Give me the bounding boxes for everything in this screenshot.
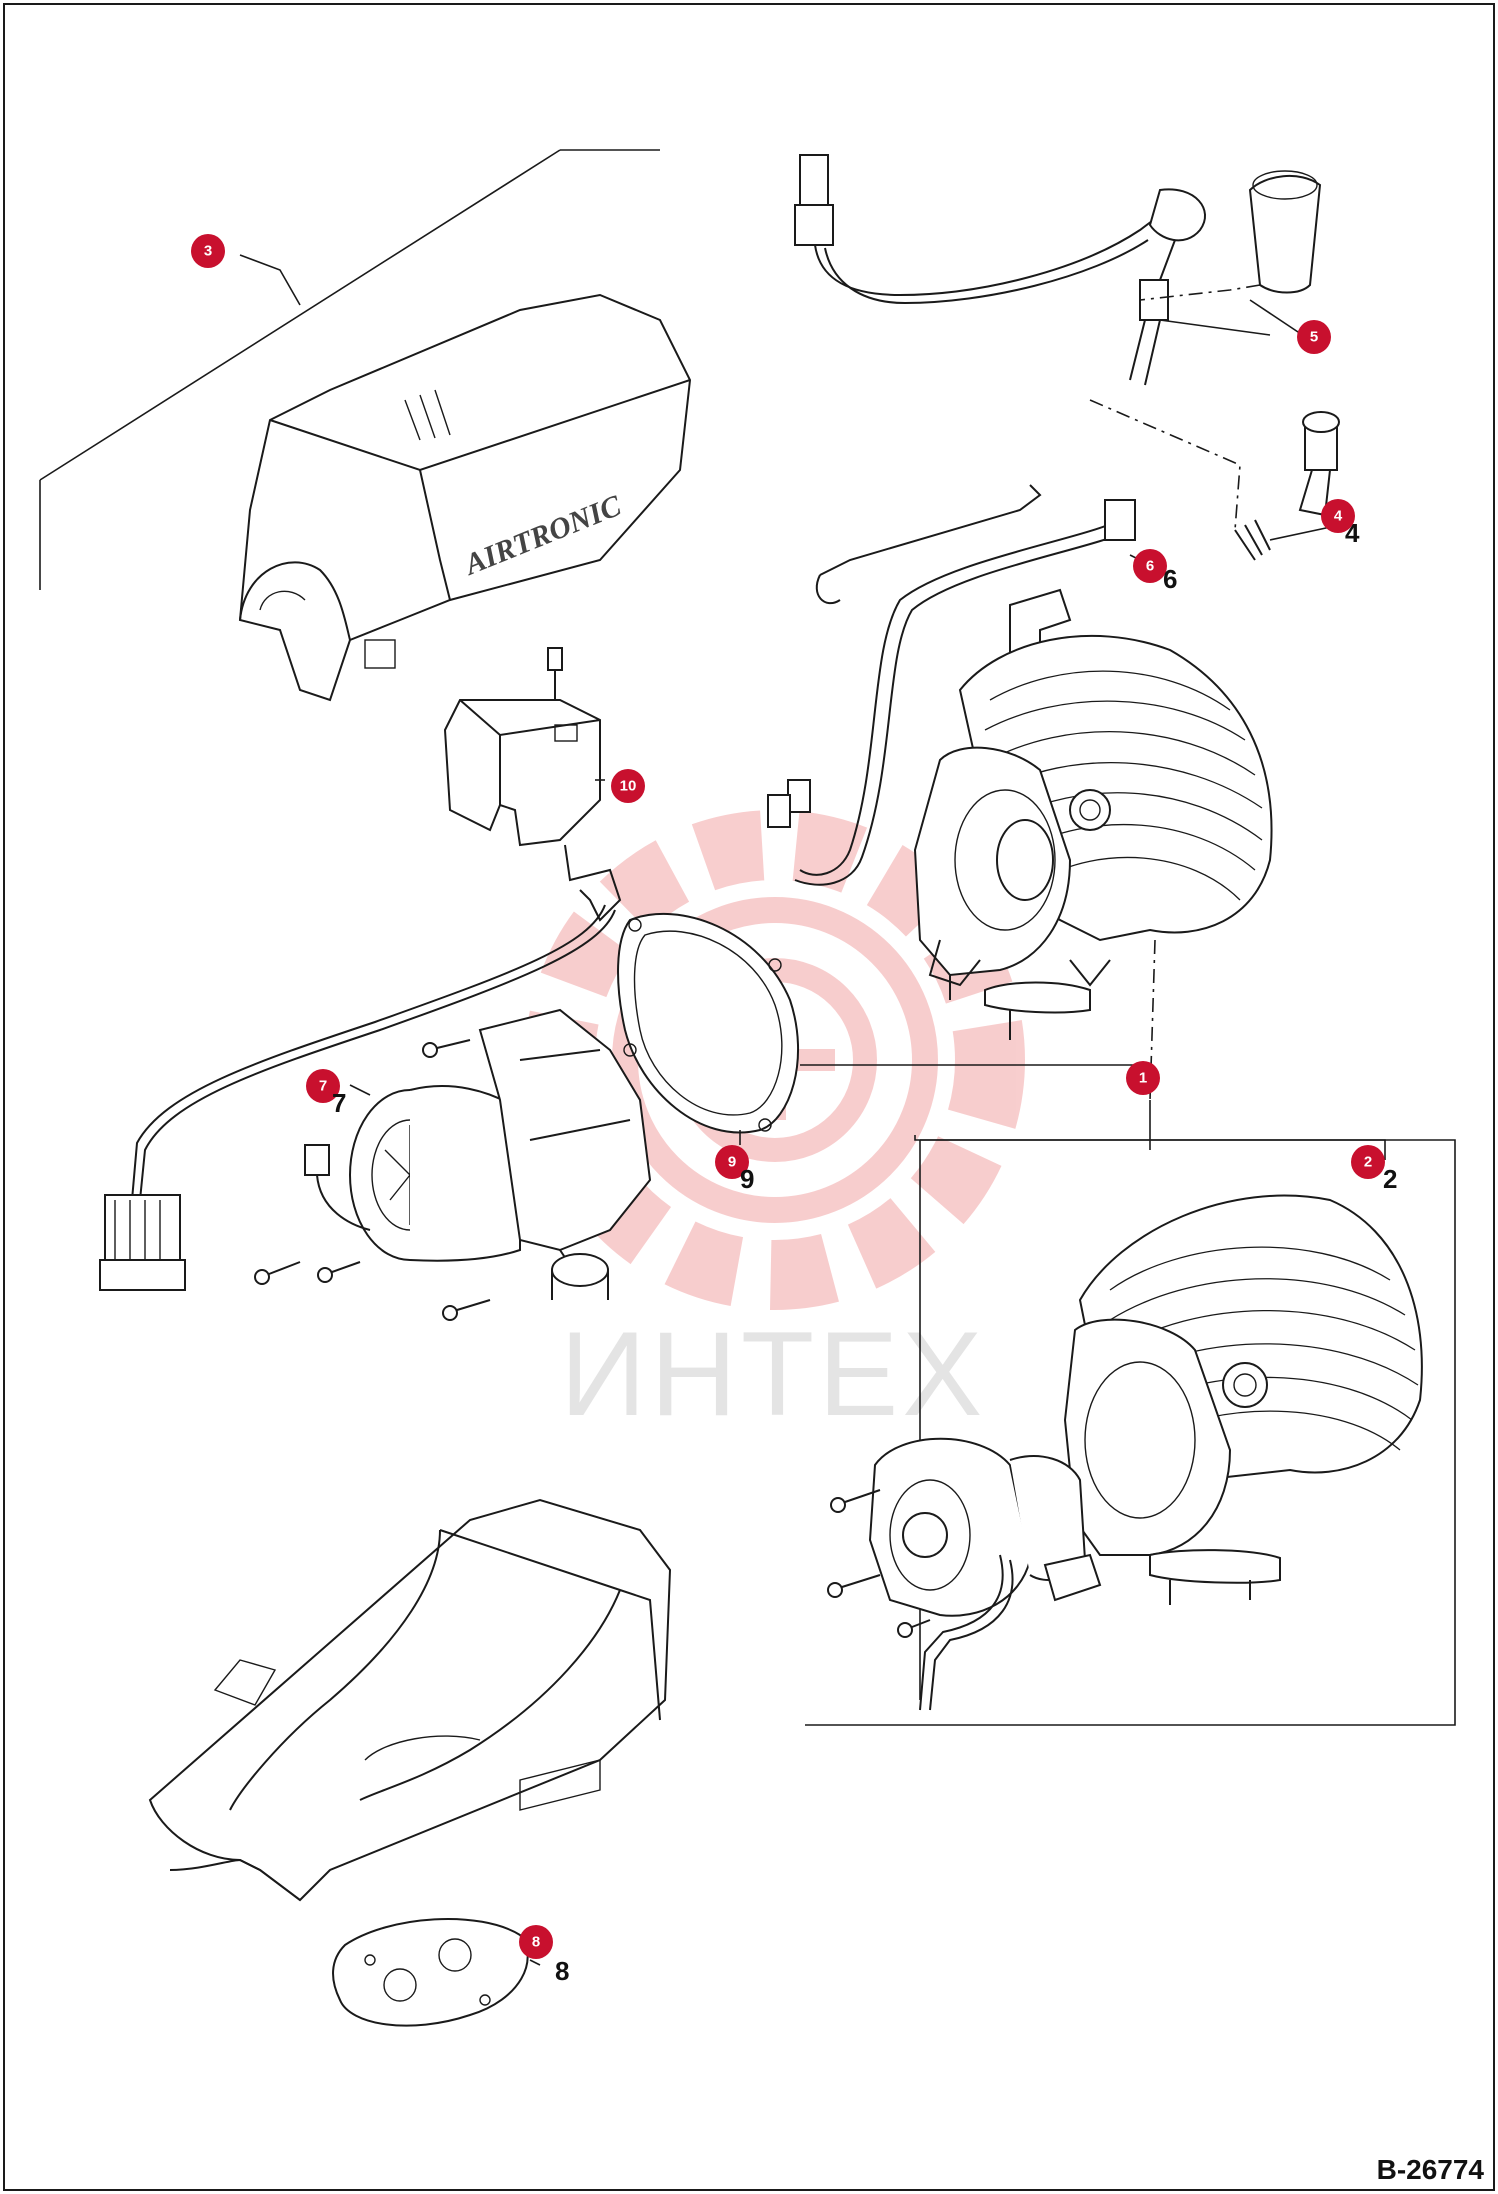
part-5-glow-plug — [794, 154, 1322, 386]
part-6-heat-exchanger-assembly — [767, 484, 1273, 1040]
callout-1: 1 — [1126, 1061, 1160, 1095]
part-3-top-cover: AIRTRONIC — [238, 293, 692, 702]
svg-text:7: 7 — [319, 1078, 327, 1095]
svg-text:6: 6 — [1146, 558, 1154, 575]
callout-8-number: 8 — [555, 1956, 569, 1986]
part-9-gasket — [617, 912, 799, 1134]
svg-text:5: 5 — [1310, 329, 1318, 346]
callout-9-number: 9 — [740, 1164, 754, 1194]
svg-text:2: 2 — [1364, 1154, 1372, 1171]
callout-7-number: 7 — [332, 1088, 346, 1118]
callout-8: 8 — [519, 1925, 553, 1959]
callout-3: 3 — [191, 234, 225, 268]
drawing-code: B-26774 — [1376, 2154, 1484, 2185]
part-10-control-unit — [443, 647, 622, 922]
diagram-border — [3, 3, 1495, 2191]
svg-text:10: 10 — [620, 778, 637, 795]
svg-text:1: 1 — [1139, 1070, 1147, 1087]
callout-5: 5 — [1297, 320, 1331, 354]
watermark-text: ИНТЕХ — [560, 1307, 986, 1441]
callout-6: 6 — [1133, 549, 1167, 583]
callout-6-number: 6 — [1163, 564, 1177, 594]
part-7-blower — [254, 1008, 652, 1321]
part-1-part-2-assembly — [805, 939, 1456, 1726]
lower-cover — [148, 1498, 672, 1902]
callout-2-number: 2 — [1383, 1164, 1397, 1194]
svg-text:3: 3 — [204, 243, 212, 260]
svg-text:9: 9 — [728, 1154, 736, 1171]
callout-4: 4 — [1321, 499, 1355, 533]
callout-10: 10 — [611, 769, 645, 803]
callout-9: 9 — [715, 1145, 749, 1179]
leader-lines — [39, 149, 1341, 1966]
callout-2: 2 — [1351, 1145, 1385, 1179]
svg-text:8: 8 — [532, 1934, 540, 1951]
callout-7: 7 — [306, 1069, 340, 1103]
control-unit-harness — [99, 904, 616, 1291]
part-8-bottom-gasket — [332, 1917, 529, 2027]
callout-4-number: 4 — [1345, 518, 1360, 548]
part-4-flame-sensor — [1089, 399, 1340, 561]
svg-text:4: 4 — [1334, 508, 1343, 525]
